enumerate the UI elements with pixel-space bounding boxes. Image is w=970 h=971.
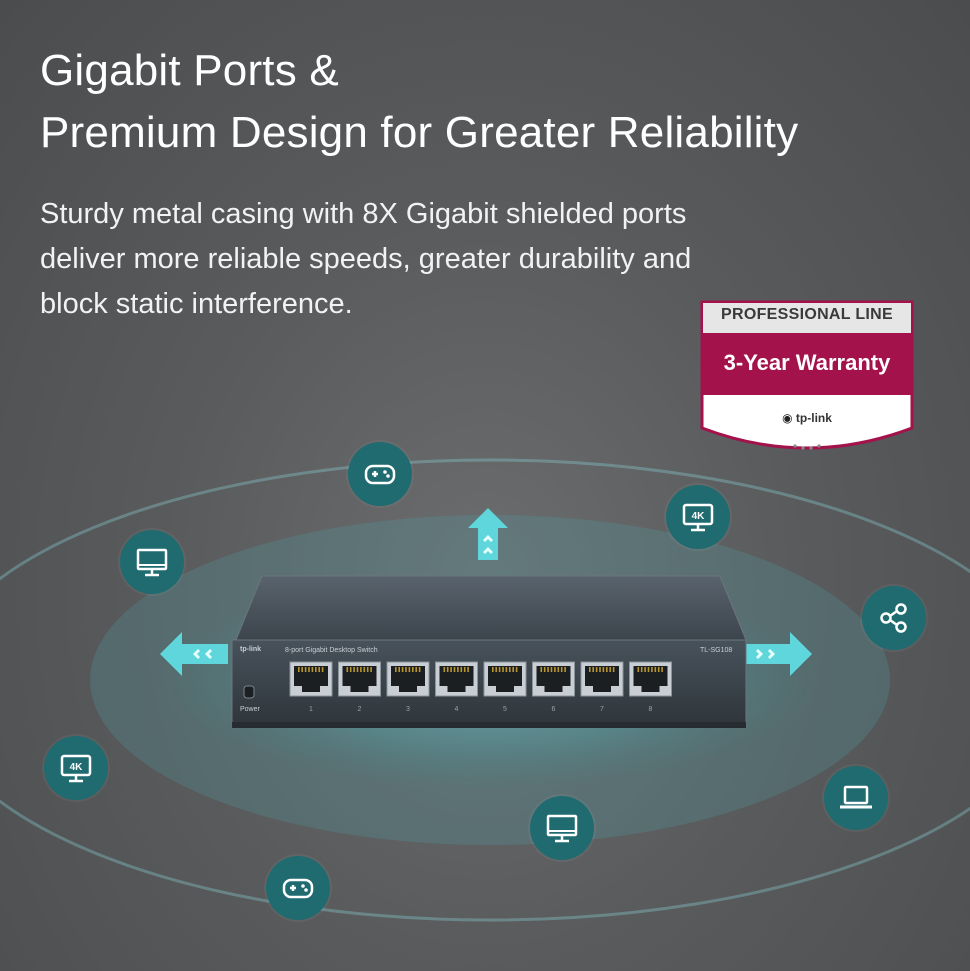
ethernet-port [435, 661, 478, 697]
port-number: 2 [357, 706, 362, 713]
switch-brand: tp-link [240, 646, 261, 653]
description-line-2: deliver more reliable speeds, greater du… [40, 243, 692, 275]
badge-title: PROFESSIONAL LINE [721, 306, 893, 323]
ethernet-port [338, 661, 381, 697]
ethernet-port [289, 661, 333, 697]
port-number: 7 [600, 706, 604, 713]
port-number: 6 [551, 706, 556, 713]
port-number: 3 [406, 706, 410, 713]
tv-label: 4K [70, 762, 84, 773]
laptop-icon [824, 766, 888, 830]
arrow-up-icon [468, 508, 508, 560]
warranty-badge: PROFESSIONAL LINE 3-Year Warranty ◉ tp-l… [700, 300, 914, 458]
ethernet-port [580, 661, 624, 697]
description: Sturdy metal casing with 8X Gigabit shie… [40, 192, 691, 327]
4k-tv-icon: 4K [666, 485, 730, 549]
tv-label: 4K [692, 511, 706, 522]
ethernet-port [386, 661, 430, 697]
power-label: Power [240, 706, 260, 713]
port-number: 4 [454, 706, 459, 713]
outer-orbit [0, 458, 970, 922]
tp-link-logo-icon: ◉ [782, 411, 793, 425]
badge-logo: ◉ tp-link [700, 411, 914, 425]
gamepad-icon [266, 856, 330, 920]
gamepad-icon [348, 442, 412, 506]
arrow-left-icon [160, 632, 228, 676]
port-number: 8 [648, 706, 653, 713]
headline-line-1: Gigabit Ports & [40, 46, 339, 95]
badge-warranty: 3-Year Warranty [723, 350, 891, 375]
headline: Gigabit Ports & Premium Design for Great… [40, 40, 798, 164]
share-icon [862, 586, 926, 650]
ethernet-port [532, 661, 575, 697]
headline-line-2: Premium Design for Greater Reliability [40, 108, 799, 157]
badge-logo-text: tp-link [795, 411, 832, 425]
switch-ports [289, 661, 672, 697]
monitor-icon [120, 530, 184, 594]
arrow-right-icon [744, 632, 812, 676]
switch-model: TL-SG108 [700, 647, 733, 654]
ethernet-port [629, 661, 672, 697]
description-line-1: Sturdy metal casing with 8X Gigabit shie… [40, 198, 687, 230]
power-led [243, 685, 255, 699]
monitor-icon [530, 796, 594, 860]
port-number: 1 [309, 706, 313, 713]
4k-tv-icon: 4K [44, 736, 108, 800]
description-line-3: block static interference. [40, 288, 353, 320]
switch-description: 8-port Gigabit Desktop Switch [285, 647, 378, 654]
ethernet-port [483, 661, 527, 697]
port-number: 5 [503, 706, 507, 713]
